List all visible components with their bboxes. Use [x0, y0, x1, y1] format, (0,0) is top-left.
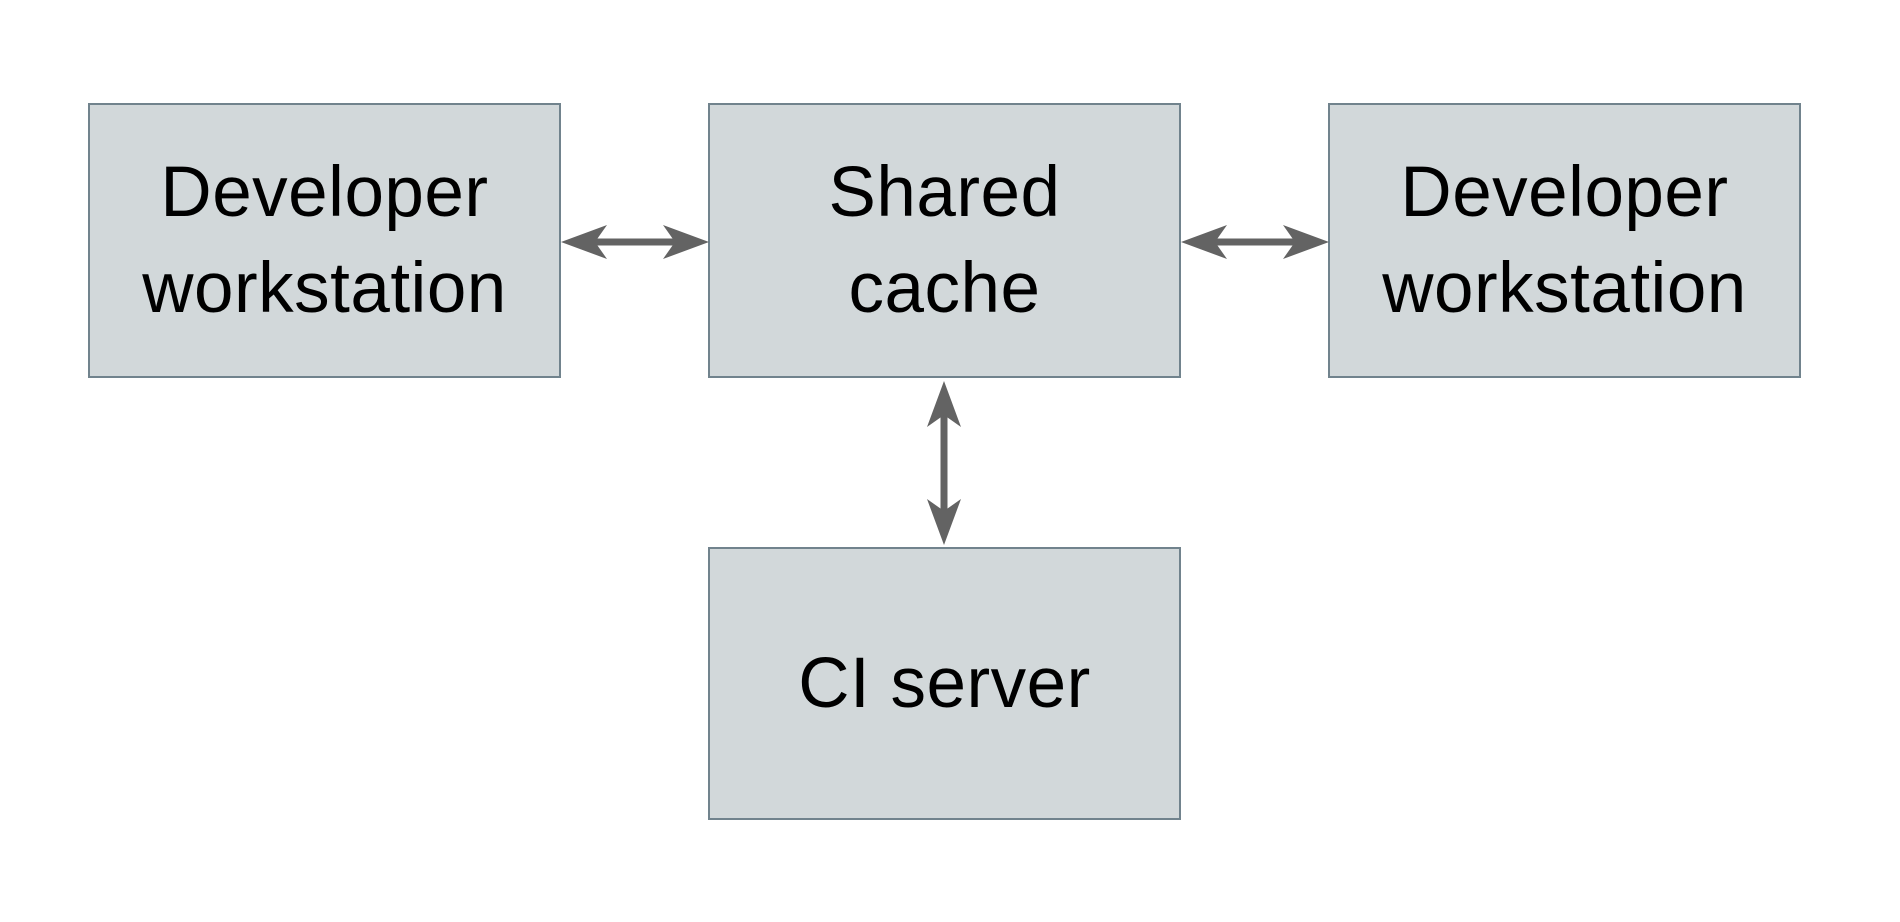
node-developer-workstation-left: Developer workstation — [88, 103, 561, 378]
node-label-line: workstation — [1382, 248, 1747, 328]
node-developer-workstation-right: Developer workstation — [1328, 103, 1801, 378]
double-arrow-horizontal-icon — [1181, 225, 1329, 259]
node-label-line: workstation — [142, 248, 507, 328]
node-label-line: CI server — [798, 643, 1091, 723]
node-label-line: cache — [848, 248, 1041, 328]
node-shared-cache: Shared cache — [708, 103, 1181, 378]
bidirectional-arrow-cache-ciserver — [920, 379, 968, 547]
double-arrow-horizontal-icon — [561, 225, 709, 259]
node-label-line: Shared — [828, 152, 1061, 232]
bidirectional-arrow-cache-devright — [1179, 218, 1331, 266]
double-arrow-vertical-icon — [927, 381, 961, 545]
node-label-line: Developer — [160, 152, 489, 232]
bidirectional-arrow-devleft-cache — [559, 218, 711, 266]
node-label-line: Developer — [1400, 152, 1729, 232]
node-ci-server: CI server — [708, 547, 1181, 820]
